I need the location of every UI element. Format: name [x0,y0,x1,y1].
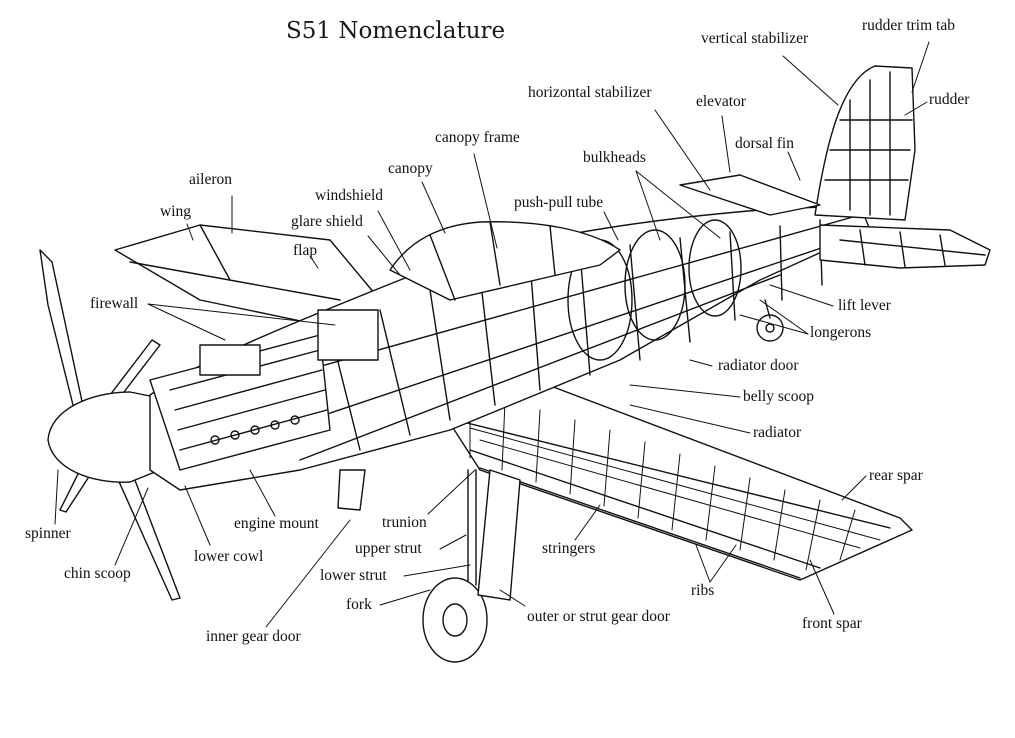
propeller [39,249,181,601]
label-outer-gear-door: outer or strut gear door [527,608,670,625]
right-wing [429,381,913,581]
label-longerons: longerons [810,324,872,341]
label-lift-lever: lift lever [838,297,891,314]
horizontal-tail [679,174,991,269]
label-push-pull-tube: push-pull tube [514,194,604,211]
canopy-shape [389,221,621,301]
label-lower-cowl: lower cowl [194,548,264,565]
label-wing: wing [160,203,191,220]
spinner-shape [47,391,166,483]
label-rear-spar: rear spar [869,467,923,484]
label-bulkheads: bulkheads [583,149,646,166]
label-elevator: elevator [696,93,746,110]
main-landing-gear [337,469,521,663]
label-belly-scoop: belly scoop [743,388,815,405]
label-stringers: stringers [542,540,596,557]
label-spinner: spinner [25,525,71,542]
label-canopy: canopy [388,160,433,177]
firewall-block [317,309,379,361]
label-rudder: rudder [929,91,970,108]
label-lower-strut: lower strut [320,567,387,584]
label-windshield: windshield [315,187,384,204]
wing-ribs [469,395,881,571]
label-horizontal-stabilizer: horizontal stabilizer [528,84,652,101]
label-ribs: ribs [691,582,715,599]
label-aileron: aileron [189,171,233,188]
label-chin-scoop: chin scoop [64,565,131,582]
label-inner-gear-door: inner gear door [206,628,301,645]
label-firewall: firewall [90,295,139,312]
label-radiator: radiator [753,424,802,441]
engine [149,334,331,471]
label-fork: fork [346,596,372,613]
label-dorsal-fin: dorsal fin [735,135,794,152]
label-radiator-door: radiator door [718,357,799,374]
leader-lines [54,41,930,628]
label-front-spar: front spar [802,615,862,632]
label-rudder-trim-tab: rudder trim tab [862,17,955,34]
label-trunion: trunion [382,514,427,531]
label-vertical-stabilizer: vertical stabilizer [701,30,809,47]
diagram-title: S51 Nomenclature [286,18,506,44]
label-upper-strut: upper strut [355,540,422,557]
label-canopy-frame: canopy frame [435,129,520,146]
label-flap: flap [293,242,318,259]
vertical-tail [814,65,916,221]
label-engine-mount: engine mount [234,515,319,532]
label-glare-shield: glare shield [291,213,363,230]
